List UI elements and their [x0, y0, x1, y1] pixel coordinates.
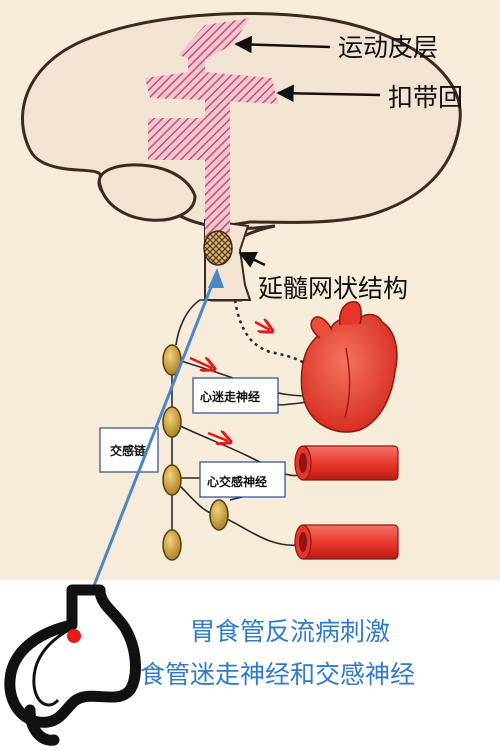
stimulus-arrow	[73, 271, 219, 635]
label-medulla-reticular: 延髓网状结构	[258, 274, 408, 303]
label-cardiac-sympathetic: 心交感神经	[207, 474, 267, 489]
caption-line-2: 食管迷走神经和交感神经	[140, 660, 415, 689]
stomach-illustration	[4, 584, 141, 746]
blood-vessel-top	[294, 445, 399, 481]
label-box-cardiac-sympathetic: 心交感神经	[199, 461, 286, 498]
caption-line-1: 胃食管反流病刺激	[190, 617, 390, 646]
heart-groove	[344, 347, 351, 419]
heart-vessel	[310, 316, 333, 339]
label-box-sympathetic-chain: 交感链	[99, 427, 159, 473]
ganglion	[162, 529, 182, 561]
cingulate-gyrus-pointer	[276, 84, 381, 103]
stomach-outline	[4, 584, 141, 728]
ganglion	[162, 464, 182, 496]
label-sympathetic-chain: 交感链	[110, 443, 147, 458]
label-cardiac-vagus: 心迷走神经	[200, 389, 260, 404]
medulla-reticular-region	[203, 230, 233, 266]
motor-cortex-region	[178, 18, 250, 62]
stimulus-arrow-head	[208, 268, 224, 288]
red-arrow-vessel	[207, 433, 228, 441]
reflux-point	[67, 629, 81, 643]
label-cingulate-gyrus: 扣带回	[388, 83, 463, 112]
stomach-inner	[32, 626, 73, 707]
label-box-cardiac-vagus: 心迷走神经	[192, 377, 279, 414]
motor-cortex-pointer	[234, 35, 331, 54]
descending-pathway-region	[148, 100, 230, 245]
heart-aorta	[338, 301, 362, 326]
red-arrow-heart	[189, 358, 212, 368]
sympathetic-ganglia	[162, 344, 229, 561]
ganglion	[209, 499, 229, 531]
heart-illustration	[300, 301, 398, 433]
ganglion	[162, 406, 182, 438]
cingulate-gyrus-region	[145, 58, 278, 104]
medulla-pointer	[238, 251, 266, 268]
spinal-descending-line	[175, 299, 210, 346]
vagus-dotted-path	[233, 299, 321, 376]
label-motor-cortex: 运动皮层	[338, 33, 438, 62]
cerebellum-shape	[97, 163, 197, 222]
blood-vessel-bottom	[294, 524, 399, 560]
duodenum-tail	[24, 704, 60, 746]
red-arrow-vagus	[254, 322, 270, 330]
